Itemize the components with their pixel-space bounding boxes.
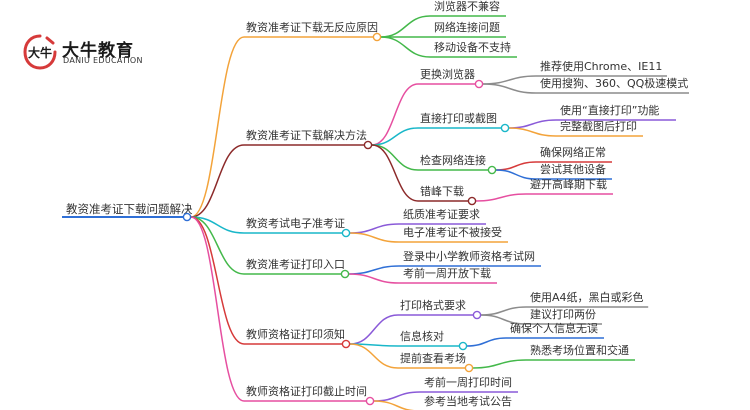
leaf-connector — [472, 359, 527, 369]
leaf-connector — [466, 337, 507, 347]
leaf-label: 推荐使用Chrome、IE11 — [540, 59, 662, 73]
branch-label: 教资考试电子准考证 — [246, 217, 345, 230]
sub-branch-label: 打印格式要求 — [400, 298, 466, 312]
sub-branch-label: 信息核对 — [400, 329, 444, 343]
leaf-connector — [482, 83, 537, 94]
leaf-label: 使用搜狗、360、QQ极速模式 — [540, 76, 688, 90]
sub-branch-node — [474, 79, 484, 89]
branch-label: 教资准考证打印入口 — [246, 257, 345, 271]
sub-branch-connector — [349, 343, 399, 369]
branch-connector — [190, 216, 245, 275]
leaf-connector — [373, 400, 416, 410]
sub-branch-node — [467, 196, 477, 206]
branch-label: 教资准考证下载无反应原因 — [246, 20, 378, 34]
branch-connector — [190, 216, 245, 345]
leaf-label: 考前一周打印时间 — [424, 375, 512, 389]
brand-logo: 大牛 大牛教育 DANIU EDUCATION — [22, 34, 172, 70]
daniu-logo-icon: 大牛 — [23, 34, 57, 70]
leaf-connector — [380, 36, 431, 58]
sub-branch-node — [472, 310, 482, 320]
branch-node — [363, 140, 373, 150]
branch-node — [340, 269, 350, 279]
leaf-connector — [480, 306, 527, 316]
branch-node — [365, 396, 375, 406]
leaf-label: 建议打印两份 — [530, 307, 596, 321]
label-layer: 教资准考证下载问题解决 教资准考证下载无反应原因 浏览器不兼容网络连接问题移动设备不… — [66, 0, 688, 408]
leaf-label: 网络连接问题 — [434, 20, 500, 34]
branch-node — [341, 228, 351, 238]
leaf-connector — [373, 391, 421, 402]
leaf-label: 考前一周开放下载 — [403, 266, 491, 280]
branch-label: 教资准考证下载解决方法 — [246, 128, 367, 142]
brand-name: 大牛教育 — [62, 41, 134, 61]
sub-branch-node — [500, 123, 510, 133]
sub-branch-node — [464, 363, 474, 373]
leaf-label: 确保个人信息无误 — [510, 321, 598, 335]
sub-branch-label: 错峰下载 — [420, 184, 464, 198]
leaf-label: 避开高峰期下载 — [530, 177, 607, 191]
sub-branch-connector — [371, 127, 419, 146]
branch-label: 教师资格证打印须知 — [246, 327, 345, 341]
sub-branch-label: 检查网络连接 — [420, 153, 486, 167]
leaf-connector — [475, 193, 527, 202]
branch-node — [341, 339, 351, 349]
brand-name-en: DANIU EDUCATION — [63, 56, 143, 65]
leaf-connector — [348, 265, 400, 275]
leaf-connector — [508, 119, 557, 129]
leaf-connector — [495, 161, 537, 171]
leaf-label: 纸质准考证要求 — [403, 208, 480, 221]
branch-node — [372, 32, 382, 42]
leaf-label: 使用“直接打印”功能 — [560, 103, 659, 117]
leaf-connector — [349, 232, 400, 243]
root-node — [182, 212, 192, 222]
leaf-label: 浏览器不兼容 — [434, 0, 500, 13]
leaf-label: 尝试其他设备 — [540, 162, 606, 176]
leaf-connector — [349, 223, 400, 234]
node-layer — [182, 32, 510, 406]
connector-layer — [62, 15, 689, 410]
sub-branch-label: 更换浏览器 — [420, 67, 475, 81]
leaf-label: 使用A4纸，黑白或彩色 — [530, 290, 644, 304]
sub-branch-node — [487, 165, 497, 175]
leaf-label: 熟悉考场位置和交通 — [530, 343, 629, 357]
leaf-label: 确保网络正常 — [540, 145, 606, 159]
root-label: 教资准考证下载问题解决 — [66, 202, 193, 216]
leaf-label: 移动设备不支持 — [434, 40, 511, 54]
sub-branch-label: 提前查看考场 — [400, 351, 466, 365]
sub-branch-connector — [371, 144, 419, 171]
sub-branch-label: 直接打印或截图 — [420, 111, 497, 125]
branch-label: 教师资格证打印截止时间 — [246, 384, 367, 398]
leaf-connector — [348, 273, 400, 284]
leaf-label: 完整截图后打印 — [560, 119, 637, 133]
sub-branch-connector — [371, 144, 419, 202]
leaf-label: 登录中小学教师资格考试网 — [403, 249, 535, 263]
branch-connector — [190, 36, 245, 218]
logo-mark-text: 大牛 — [28, 45, 52, 60]
leaf-connector — [380, 15, 431, 38]
branch-connector — [190, 216, 245, 234]
leaf-connector — [508, 127, 557, 137]
sub-branch-connector — [349, 314, 399, 345]
leaf-connector — [482, 75, 537, 85]
leaf-connector — [495, 169, 537, 180]
leaf-connector — [480, 314, 527, 325]
sub-branch-node — [458, 341, 468, 351]
leaf-label: 电子准考证不被接受 — [403, 226, 502, 239]
branch-connector — [190, 216, 245, 402]
leaf-label: 参考当地考试公告 — [424, 394, 512, 408]
sub-branch-connector — [371, 83, 419, 146]
branch-connector — [190, 144, 245, 218]
